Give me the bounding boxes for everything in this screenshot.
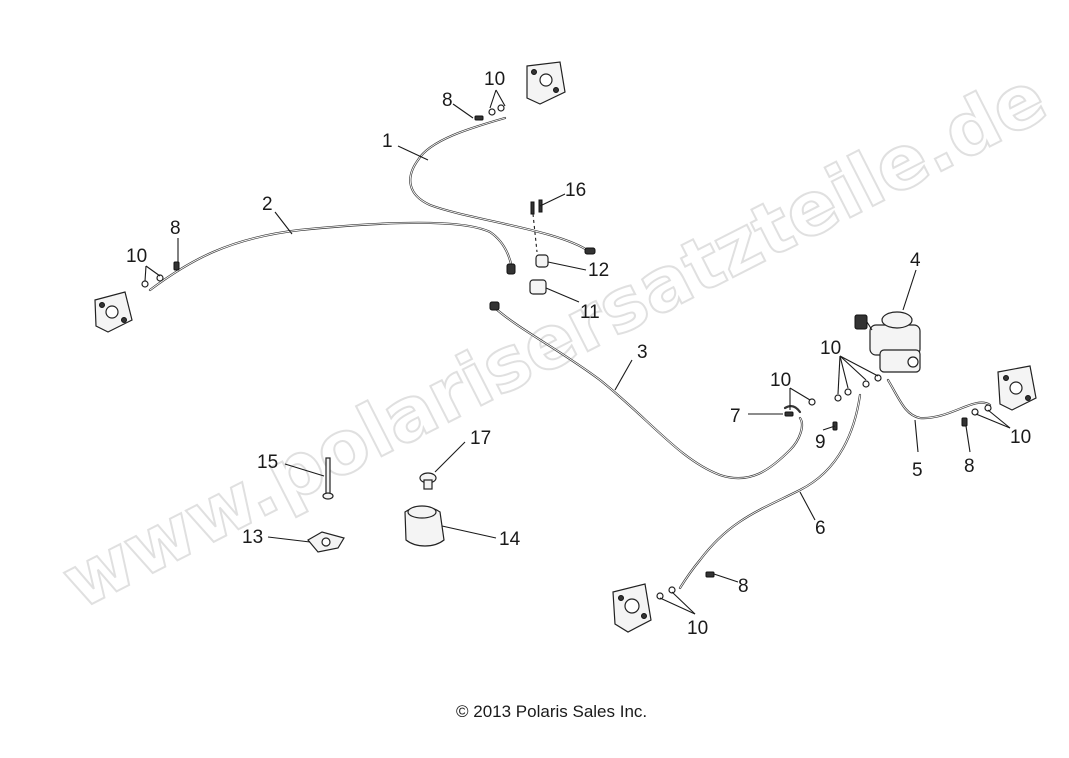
callout-7: 7 [730, 406, 741, 427]
part-17-grommet [419, 472, 437, 490]
callout-10-right: 10 [1010, 427, 1031, 448]
callouts: 1 2 3 4 5 6 7 8 8 8 8 9 10 10 10 10 10 1… [126, 69, 1031, 639]
caliper-rear-right [997, 365, 1037, 411]
callout-5: 5 [912, 460, 923, 481]
brake-line-2 [148, 221, 516, 292]
part-16-screws [530, 199, 543, 253]
fittings [141, 104, 992, 600]
callout-14: 14 [499, 529, 521, 550]
callout-1: 1 [382, 131, 393, 152]
brake-line-7-hose [783, 405, 802, 414]
callout-4: 4 [910, 250, 921, 271]
brake-line-3 [489, 301, 804, 480]
caliper-front-right [526, 61, 566, 105]
callout-3: 3 [637, 342, 648, 363]
callout-8-bottom: 8 [738, 576, 749, 597]
caliper-front-left [94, 291, 133, 333]
callout-13: 13 [242, 527, 263, 548]
callout-10-top: 10 [484, 69, 505, 90]
callout-8-left: 8 [170, 218, 181, 239]
brake-line-1 [409, 116, 596, 255]
callout-10-mid: 10 [770, 370, 791, 391]
part-13-clamp [307, 531, 345, 553]
caliper-rear-left [612, 583, 652, 633]
brake-line-6 [678, 393, 862, 590]
callout-12: 12 [588, 260, 609, 281]
callout-8-right: 8 [964, 456, 975, 477]
part-11-clip [529, 279, 547, 295]
callout-2: 2 [262, 194, 273, 215]
part-14-bracket [404, 505, 445, 547]
part-12-clip [535, 254, 549, 268]
callout-6: 6 [815, 518, 826, 539]
copyright-notice: © 2013 Polaris Sales Inc. [456, 702, 647, 721]
callout-10-bottom: 10 [687, 618, 708, 639]
part-15-pin [322, 457, 334, 500]
callout-9: 9 [815, 432, 826, 453]
callout-10-left: 10 [126, 246, 147, 267]
brake-line-5 [886, 378, 992, 420]
leader-lines [144, 89, 1011, 615]
master-cylinder [854, 311, 921, 373]
callout-8-top: 8 [442, 90, 453, 111]
callout-10-upper-right: 10 [820, 338, 841, 359]
callout-11: 11 [580, 302, 600, 323]
callout-15: 15 [257, 452, 278, 473]
callout-17: 17 [470, 428, 491, 449]
callout-16: 16 [565, 180, 586, 201]
